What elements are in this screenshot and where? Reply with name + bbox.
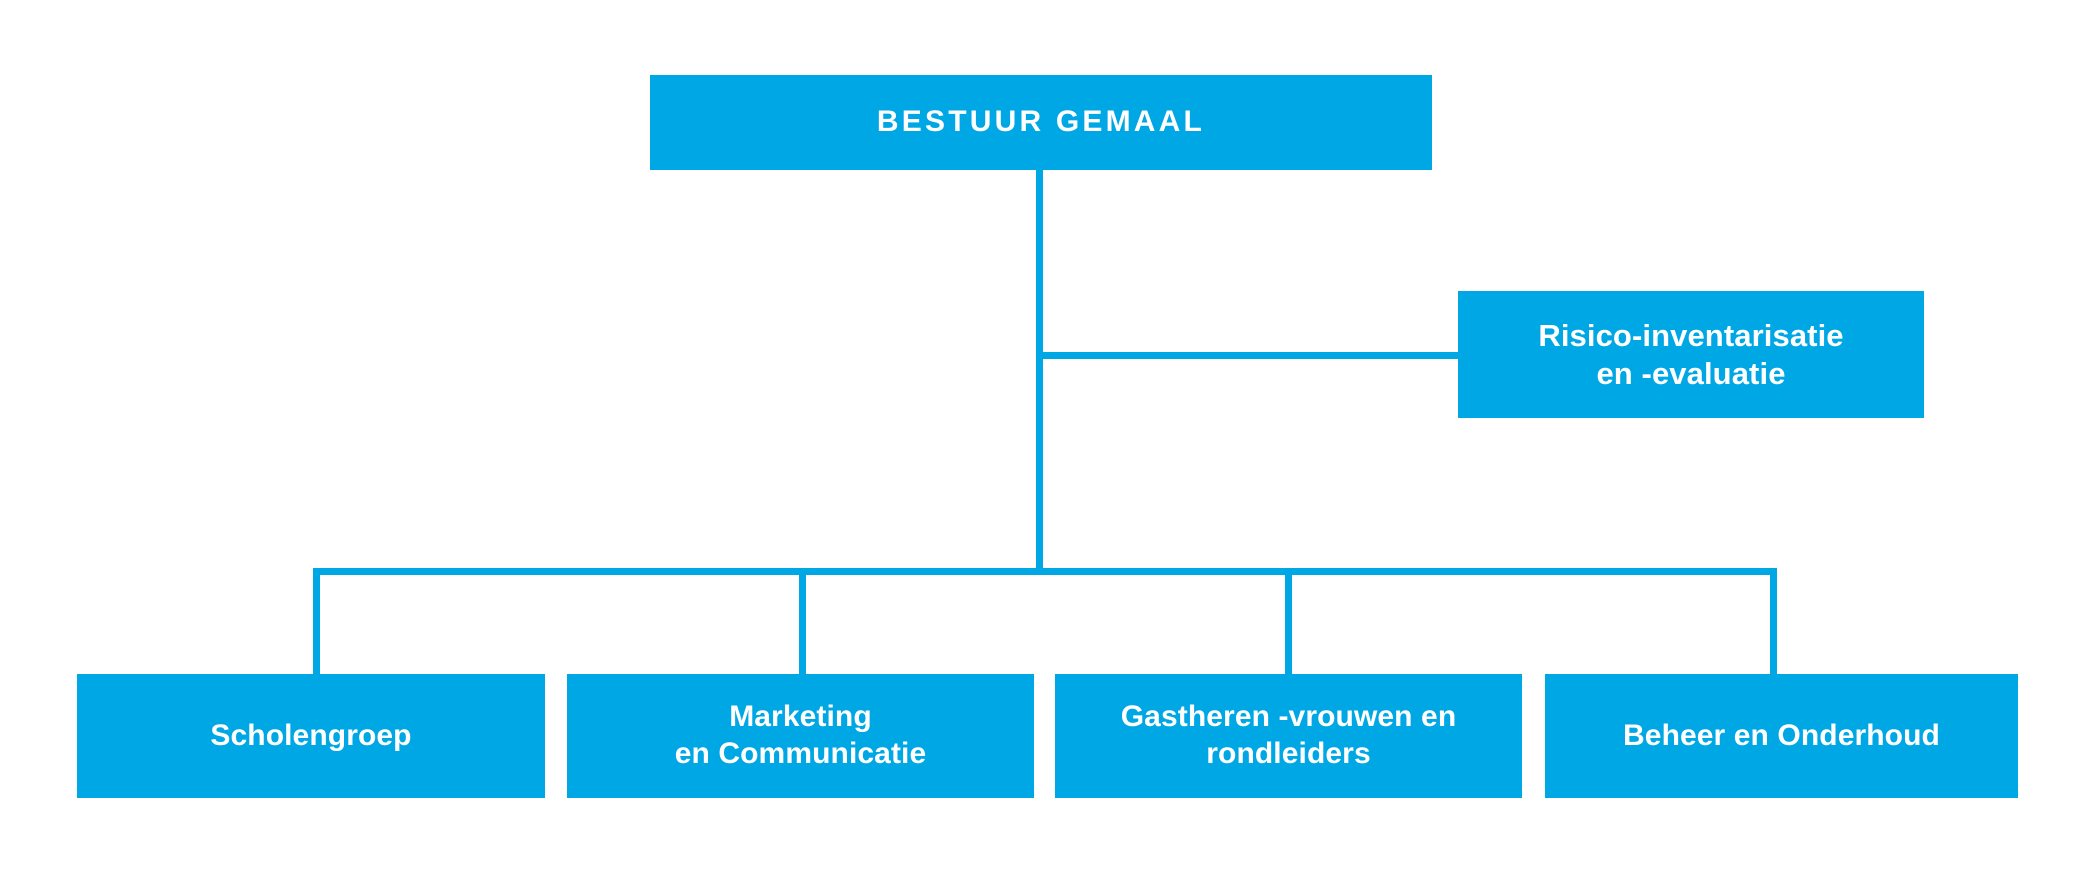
- org-node-label: Gastheren -vrouwen en rondleiders: [1120, 700, 1457, 770]
- connector-root-to-risk: [1036, 352, 1461, 359]
- connector-horizontal-bus: [313, 568, 1777, 575]
- connector-drop-scholengroep: [313, 568, 320, 677]
- connector-drop-beheer: [1770, 568, 1777, 677]
- org-node-label: Beheer en Onderhoud: [1623, 718, 1940, 752]
- org-node-bestuur-gemaal[interactable]: BESTUUR GEMAAL: [650, 75, 1432, 170]
- connector-root-trunk: [1036, 170, 1043, 575]
- connector-drop-gastheren: [1285, 568, 1292, 677]
- org-node-label: Scholengroep: [210, 718, 412, 752]
- org-node-beheer-en-onderhoud[interactable]: Beheer en Onderhoud: [1545, 674, 2018, 798]
- org-node-label: BESTUUR GEMAAL: [876, 105, 1206, 139]
- org-node-scholengroep[interactable]: Scholengroep: [77, 674, 545, 798]
- connector-drop-marketing: [799, 568, 806, 677]
- org-node-gastheren-vrouwen-en-rondleiders[interactable]: Gastheren -vrouwen en rondleiders: [1055, 674, 1522, 798]
- org-node-label: Risico-inventarisatie en -evaluatie: [1538, 317, 1844, 391]
- org-node-risico-inventarisatie-en-evaluatie[interactable]: Risico-inventarisatie en -evaluatie: [1458, 291, 1924, 418]
- org-node-label: Marketing en Communicatie: [674, 700, 927, 770]
- org-node-marketing-en-communicatie[interactable]: Marketing en Communicatie: [567, 674, 1034, 798]
